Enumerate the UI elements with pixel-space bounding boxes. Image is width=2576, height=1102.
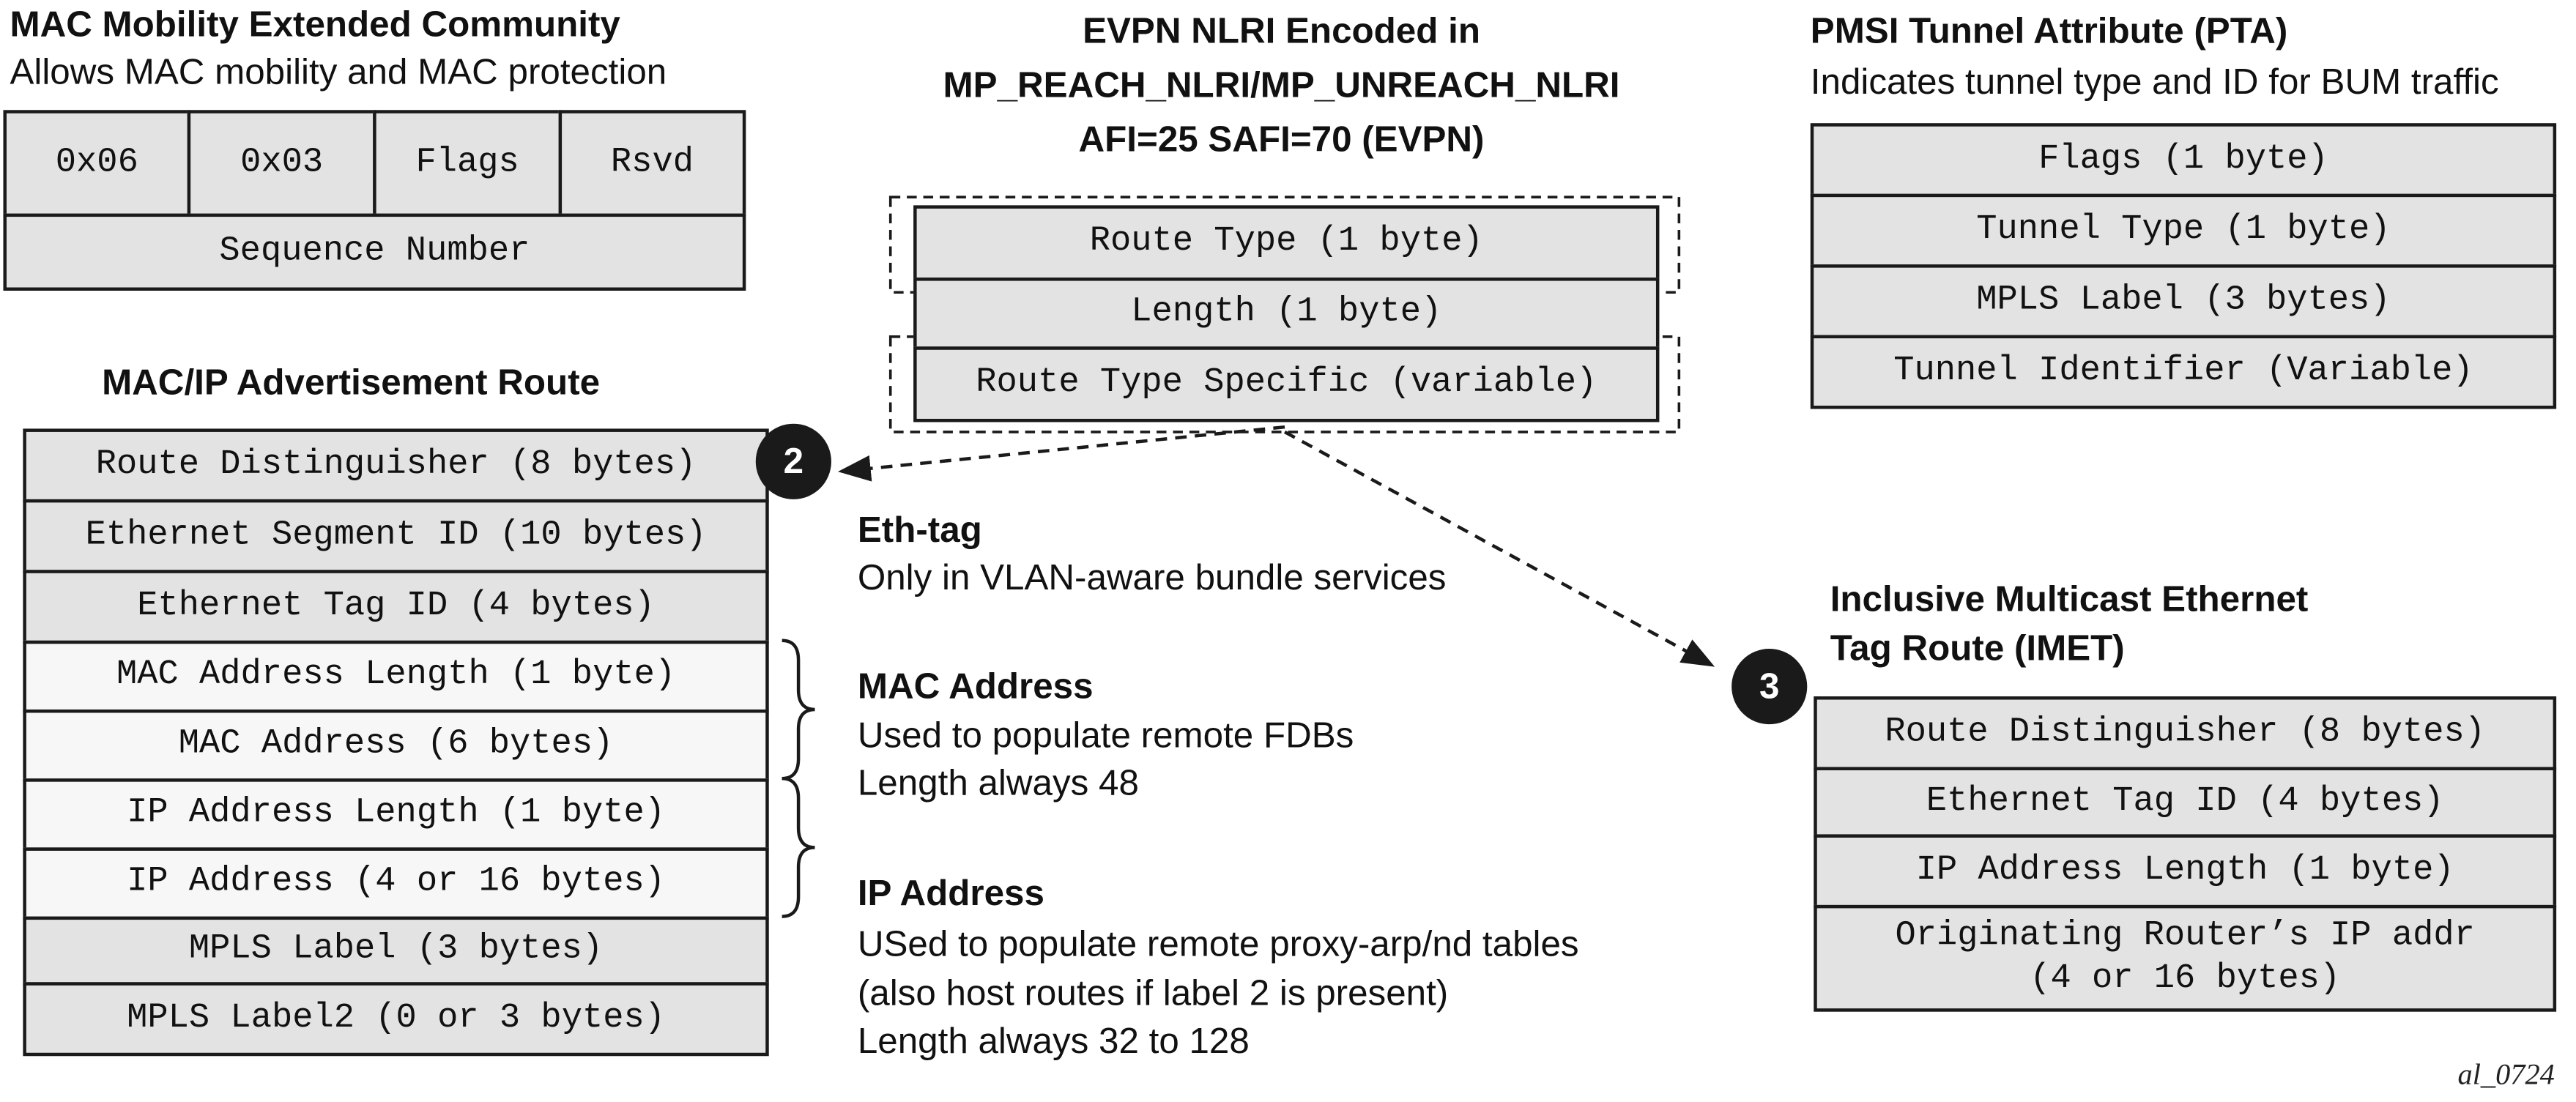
mac-ip-mpls-label-field: MPLS Label (3 bytes) [23, 916, 769, 986]
figure-id: al_0724 [2457, 1057, 2555, 1091]
pmsi-subtitle: Indicates tunnel type and ID for BUM tra… [1810, 60, 2499, 103]
mac-mobility-title: MAC Mobility Extended Community [10, 3, 620, 45]
mac-ip-ip-address-field: IP Address (4 or 16 bytes) [23, 847, 769, 920]
route-type-dashed-frame [888, 196, 1681, 294]
evpn-nlri-title-line1: EVPN NLRI Encoded in [1083, 10, 1480, 51]
mac-annotation-line1: Used to populate remote FDBs [857, 714, 1354, 756]
mac-mobility-rsvd-cell: Rsvd [558, 110, 746, 217]
ip-annotation-title: IP Address [857, 872, 1044, 914]
ip-annotation-line3: Length always 32 to 128 [857, 1019, 1250, 1061]
pmsi-flags-field: Flags (1 byte) [1810, 123, 2557, 198]
mac-brace [782, 639, 815, 781]
imet-originating-router-ip-field: Originating Router’s IP addr (4 or 16 by… [1814, 904, 2557, 1012]
mac-annotation-title: MAC Address [857, 665, 1094, 707]
nlri-route-type-specific-field: Route Type Specific (variable) [913, 346, 1660, 422]
pmsi-title: PMSI Tunnel Attribute (PTA) [1810, 10, 2288, 51]
mac-ip-ethernet-tag-field: Ethernet Tag ID (4 bytes) [23, 570, 769, 644]
evpn-nlri-title-line3: AFI=25 SAFI=70 (EVPN) [1078, 118, 1485, 160]
route-type-2-badge: 2 [755, 423, 831, 499]
imet-route-distinguisher-field: Route Distinguisher (8 bytes) [1814, 696, 2557, 770]
evpn-nlri-title-line2: MP_REACH_NLRI/MP_UNREACH_NLRI [943, 64, 1620, 105]
imet-title-line2: Tag Route (IMET) [1830, 627, 2125, 669]
mac-mobility-sequence-cell: Sequence Number [3, 213, 746, 291]
pmsi-tunnel-identifier-field: Tunnel Identifier (Variable) [1810, 335, 2557, 409]
mac-ip-ip-length-field: IP Address Length (1 byte) [23, 778, 769, 851]
imet-ip-length-field: IP Address Length (1 byte) [1814, 834, 2557, 909]
eth-tag-annotation-title: Eth-tag [857, 509, 982, 551]
mac-ip-mac-length-field: MAC Address Length (1 byte) [23, 640, 769, 713]
mac-mobility-type-cell: 0x06 [3, 110, 191, 217]
mac-mobility-subtype-cell: 0x03 [187, 110, 376, 217]
arrow-to-mac-ip-route [837, 425, 1285, 482]
mac-mobility-subtitle: Allows MAC mobility and MAC protection [10, 51, 667, 92]
nlri-route-type-field: Route Type (1 byte) [913, 205, 1660, 281]
pmsi-mpls-label-field: MPLS Label (3 bytes) [1810, 264, 2557, 339]
mac-ip-route-title: MAC/IP Advertisement Route [102, 361, 601, 403]
mac-ip-esi-field: Ethernet Segment ID (10 bytes) [23, 499, 769, 573]
mac-mobility-flags-cell: Flags [373, 110, 563, 217]
mac-annotation-line2: Length always 48 [857, 762, 1139, 803]
imet-originating-router-ip-line1: Originating Router’s IP addr [1895, 917, 2475, 956]
eth-tag-annotation-text: Only in VLAN-aware bundle services [857, 556, 1447, 598]
nlri-length-field: Length (1 byte) [913, 278, 1660, 350]
route-type-3-badge: 3 [1731, 648, 1808, 725]
imet-originating-router-ip-line2: (4 or 16 bytes) [2030, 960, 2341, 998]
mac-ip-mac-address-field: MAC Address (6 bytes) [23, 709, 769, 782]
ip-annotation-line1: USed to populate remote proxy-arp/nd tab… [857, 923, 1579, 964]
arrow-to-imet-route [1283, 430, 1715, 667]
pmsi-tunnel-type-field: Tunnel Type (1 byte) [1810, 193, 2557, 268]
ip-brace [782, 776, 815, 918]
ip-annotation-line2: (also host routes if label 2 is present) [857, 972, 1449, 1013]
imet-title-line1: Inclusive Multicast Ethernet [1830, 578, 2309, 619]
mac-ip-mpls-label2-field: MPLS Label2 (0 or 3 bytes) [23, 982, 769, 1057]
mac-ip-route-distinguisher-field: Route Distinguisher (8 bytes) [23, 428, 769, 503]
imet-ethernet-tag-field: Ethernet Tag ID (4 bytes) [1814, 767, 2557, 838]
